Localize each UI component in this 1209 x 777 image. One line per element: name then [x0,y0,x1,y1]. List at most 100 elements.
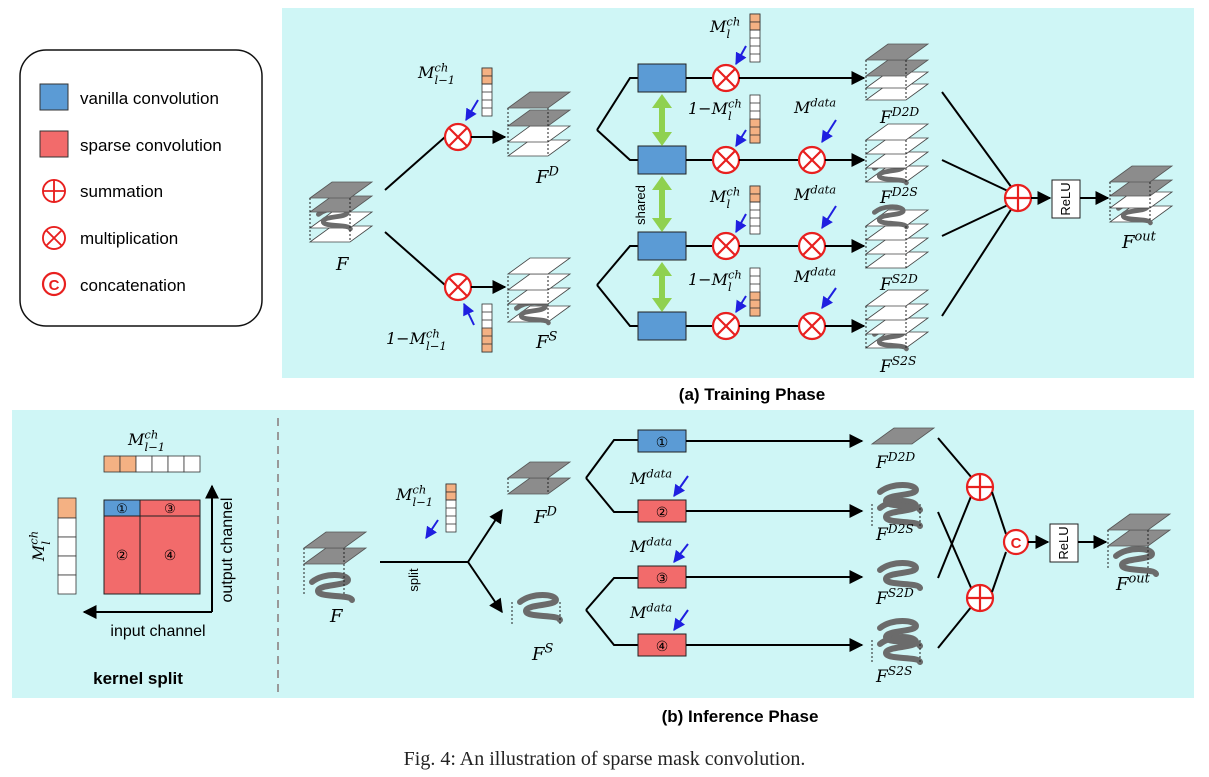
shared-label: shared [633,185,648,225]
label-ks-m-ch: Mchl [26,531,52,562]
conv-box-sd [637,231,687,261]
label-FS: FS [535,329,558,353]
svg-text:C: C [49,277,60,294]
svg-text:②: ② [656,504,669,520]
conv-box-ss [637,311,687,341]
mul-top-icon [443,122,473,152]
mul-bottom-icon [443,272,473,302]
stack-FS [507,257,571,323]
relu-inference-box [1049,523,1079,563]
kernel-part-4 [139,515,201,595]
mask-ch-prev [481,67,493,117]
concatenation-icon [41,271,67,297]
inf-stack-FS [511,595,560,626]
svg-text:②: ② [116,547,129,563]
mask-ch-1 [749,13,761,63]
mask-ch-2 [749,94,761,144]
svg-text:③: ③ [656,570,669,586]
svg-text:①: ① [656,434,669,450]
inf-mask-ch-prev [445,483,457,533]
shared-arrows [652,94,672,312]
sum-training-icon [1003,183,1033,213]
conv-box-dd [637,63,687,93]
inf-label-FS2S: FS2S [875,664,912,687]
mask-row [103,455,201,473]
legend-sparse: sparse convolution [80,136,222,155]
sparse-swatch [39,130,69,158]
label-Fout: Fout [1121,229,1157,253]
mul-data-1-icon [797,145,827,175]
label-FD2S: FD2S [879,185,918,208]
input-stack-F [309,181,373,243]
summation-icon [42,179,66,203]
legend-box: vanilla convolution sparse convolution s… [19,49,263,327]
stack-FD [507,91,571,157]
inf-label-m-data-3: Mdata [629,600,672,622]
relu-training-label: ReLU [1058,182,1073,215]
mul-data-2-icon [797,231,827,261]
inf-label-F: F [329,606,344,627]
label-m-data-3: Mdata [793,264,836,286]
mask-column [57,497,77,595]
inference-title: (b) Inference Phase [662,707,819,726]
legend-vanilla: vanilla convolution [80,89,219,108]
inf-label-m-data-2: Mdata [629,534,672,556]
kernel-split-label: kernel split [93,669,183,688]
label-m-data-1: Mdata [793,95,836,117]
stack-FD2D [865,43,929,101]
mul-ch-3-icon [711,231,741,261]
mask-ch-4 [749,267,761,317]
training-title: (a) Training Phase [679,385,825,404]
mul-ch-4-icon [711,311,741,341]
label-F: F [335,254,350,275]
sparse-mask-convolution-figure: vanilla convolution sparse convolution s… [12,8,1194,726]
relu-inference-label: ReLU [1056,526,1071,559]
mask-one-minus-ch-prev [481,303,493,353]
relu-training-box [1051,179,1081,219]
inf-sum-top-icon [965,472,995,502]
svg-text:C: C [1011,535,1022,552]
svg-text:①: ① [116,501,128,516]
mask-ch-3 [749,185,761,235]
label-FD2D: FD2D [879,105,919,128]
inf-label-FD2D: FD2D [875,450,915,473]
mul-data-3-icon [797,311,827,341]
inf-label-Fout: Fout [1115,571,1151,595]
inf-stack-FD [507,461,571,495]
input-channel-label: input channel [110,623,205,640]
inf-label-FS: FS [531,641,554,665]
vanilla-swatch [39,83,69,111]
stack-FS2D [865,207,929,269]
split-label: split [406,568,421,592]
stack-Fout [1109,165,1173,223]
svg-text:④: ④ [164,547,177,563]
legend-mul: multiplication [80,229,178,248]
inf-sum-bottom-icon [965,583,995,613]
inf-label-FD2S: FD2S [875,522,914,545]
stack-FD2S [865,123,929,183]
inf-label-FD: FD [533,504,558,528]
svg-text:④: ④ [656,638,669,654]
mul-ch-1-icon [711,63,741,93]
legend-concat: concatenation [80,276,186,295]
stack-FS2S [865,289,929,349]
figure-caption: Fig. 4: An illustration of sparse mask c… [403,748,806,770]
label-FS2S: FS2S [879,354,916,377]
svg-text:③: ③ [164,501,176,516]
conv-box-ds [637,145,687,175]
legend-sum: summation [80,182,163,201]
output-channel-label: output channel [219,498,236,603]
label-FD: FD [535,164,560,188]
inf-label-FS2D: FS2D [875,586,914,609]
inf-label-m-data-1: Mdata [629,466,672,488]
